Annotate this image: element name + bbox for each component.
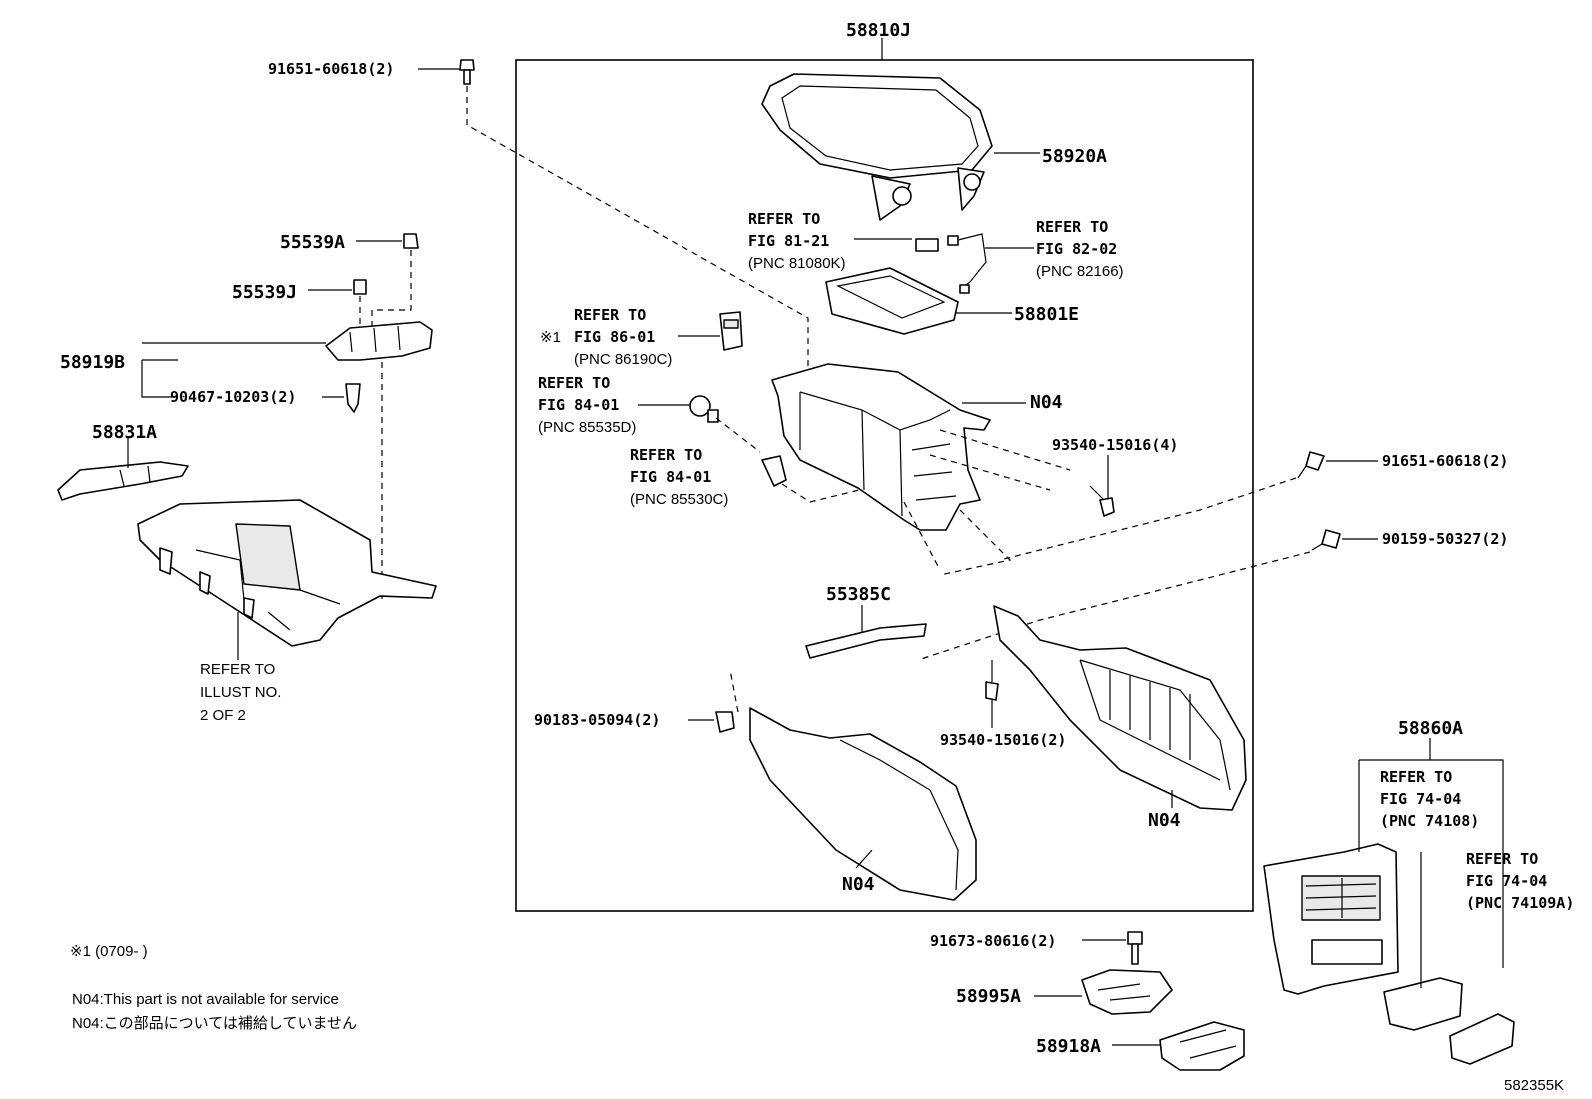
label-58995a: 58995A (956, 986, 1021, 1007)
svg-text:※1: ※1 (540, 329, 561, 346)
ref-fig-86-01: REFER TO ※1 FIG 86-01 (PNC 86190C) (540, 306, 672, 368)
label-58801e: 58801E (1014, 304, 1079, 325)
side-panel-right-n04 (993, 605, 1247, 811)
ref-fig-82-02: REFER TO FIG 82-02 (PNC 82166) (1036, 218, 1124, 280)
trim-58831a (57, 461, 189, 501)
label-55385c: 55385C (826, 584, 891, 605)
side-panel-left-n04 (749, 707, 977, 901)
label-91673: 91673-80616(2) (930, 932, 1056, 950)
clip-55539j (353, 279, 367, 295)
svg-text:REFER TO: REFER TO (574, 306, 646, 324)
note-n04-en: N04:This part is not available for servi… (72, 991, 339, 1008)
label-58919b: 58919B (60, 352, 125, 373)
svg-text:FIG 74-04: FIG 74-04 (1466, 872, 1547, 890)
svg-text:(PNC 85535D): (PNC 85535D) (538, 419, 636, 436)
svg-text:(PNC 74109A): (PNC 74109A) (1466, 894, 1574, 912)
svg-text:(PNC 85530C): (PNC 85530C) (630, 491, 728, 508)
svg-text:REFER TO: REFER TO (538, 374, 610, 392)
ref-illust-2-of-2: REFER TO ILLUST NO. 2 OF 2 (200, 661, 281, 724)
ref-fig-81-21: REFER TO FIG 81-21 (PNC 81080K) (748, 210, 846, 272)
svg-text:REFER TO: REFER TO (1466, 850, 1538, 868)
ashtray-74108 (1383, 977, 1463, 1031)
svg-text:2 OF 2: 2 OF 2 (200, 707, 246, 724)
rear-vent-panel-58860a (1263, 843, 1399, 995)
svg-text:(PNC 81080K): (PNC 81080K) (748, 255, 846, 272)
label-93540-4: 93540-15016(4) (1052, 436, 1178, 454)
svg-text:FIG 82-02: FIG 82-02 (1036, 240, 1117, 258)
figure-id: 582355K (1504, 1077, 1564, 1094)
svg-text:FIG 84-01: FIG 84-01 (538, 396, 619, 414)
ref-fig-74-04-a: REFER TO FIG 74-04 (PNC 74108) (1380, 768, 1479, 830)
bracket-58919b (325, 321, 433, 361)
label-93540-2: 93540-15016(2) (940, 731, 1066, 749)
armrest-lid-58920a (761, 73, 993, 221)
ref-fig-74-04-b: REFER TO FIG 74-04 (PNC 74109A) (1466, 850, 1574, 912)
clip-90183 (715, 711, 735, 733)
clip-55539a (403, 233, 419, 249)
bolt-91673 (1127, 931, 1143, 965)
ref-fig-84-01-b: REFER TO FIG 84-01 (PNC 85530C) (630, 446, 728, 508)
socket-85530c (761, 455, 787, 487)
label-90159: 90159-50327(2) (1382, 530, 1508, 548)
screw-93540-4 (1089, 485, 1115, 517)
svg-text:REFER TO: REFER TO (1380, 768, 1452, 786)
label-n04-right: N04 (1148, 810, 1181, 831)
bolt-91651-top (459, 59, 475, 85)
label-55539a: 55539A (280, 232, 345, 253)
screw-93540-2 (985, 660, 999, 701)
footnote-1: ※1 (0709- ) (70, 943, 148, 960)
svg-text:FIG 81-21: FIG 81-21 (748, 232, 829, 250)
svg-text:FIG 84-01: FIG 84-01 (630, 468, 711, 486)
label-90467: 90467-10203(2) (170, 388, 296, 406)
note-n04-jp: N04:この部品については補給していません (72, 1015, 357, 1032)
assembly-box (515, 59, 1254, 912)
label-58860a: 58860A (1398, 718, 1463, 739)
console-panel-illust (137, 499, 437, 647)
label-55539j: 55539J (232, 282, 297, 303)
bracket-58995a (1081, 969, 1173, 1015)
bolt-91651-right (1297, 451, 1325, 479)
svg-text:FIG 86-01: FIG 86-01 (574, 328, 655, 346)
svg-text:REFER TO: REFER TO (200, 661, 275, 678)
bracket-58918a (1159, 1021, 1245, 1071)
ashtray-74109a (1449, 1013, 1515, 1065)
label-n04-left: N04 (842, 874, 875, 895)
label-91651-top: 91651-60618(2) (268, 60, 394, 78)
svg-text:REFER TO: REFER TO (630, 446, 702, 464)
tray-58801e (825, 267, 959, 335)
svg-text:REFER TO: REFER TO (1036, 218, 1108, 236)
lamp-85535d (689, 395, 719, 423)
console-box-n04 (771, 363, 991, 531)
switch-86190c (719, 311, 743, 351)
switch-81080k (915, 235, 959, 252)
label-58918a: 58918A (1036, 1036, 1101, 1057)
strip-55385c (805, 623, 927, 659)
label-58810j: 58810J (846, 20, 911, 41)
ref-fig-84-01-a: REFER TO FIG 84-01 (PNC 85535D) (538, 374, 636, 436)
svg-text:FIG 74-04: FIG 74-04 (1380, 790, 1461, 808)
clip-90467 (345, 383, 361, 413)
label-91651-right: 91651-60618(2) (1382, 452, 1508, 470)
label-58831a: 58831A (92, 422, 157, 443)
svg-text:(PNC 74108): (PNC 74108) (1380, 812, 1479, 830)
bolt-90159 (1311, 529, 1341, 551)
svg-text:(PNC 82166): (PNC 82166) (1036, 263, 1124, 280)
svg-text:ILLUST NO.: ILLUST NO. (200, 684, 281, 701)
label-n04-box: N04 (1030, 392, 1063, 413)
label-90183: 90183-05094(2) (534, 711, 660, 729)
label-58920a: 58920A (1042, 146, 1107, 167)
svg-text:REFER TO: REFER TO (748, 210, 820, 228)
svg-text:(PNC 86190C): (PNC 86190C) (574, 351, 672, 368)
